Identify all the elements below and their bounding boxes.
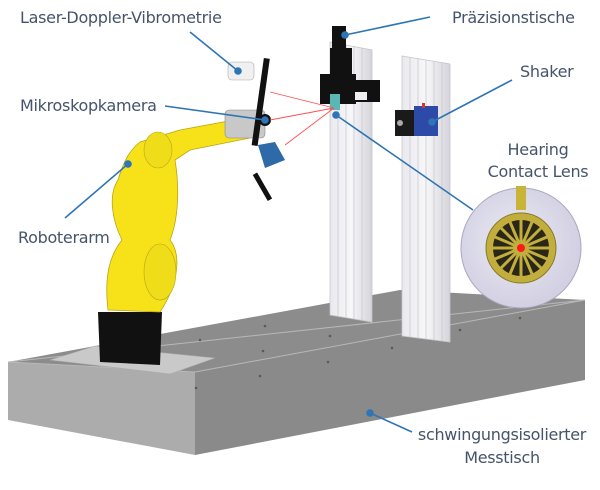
profile-rail-right: [401, 55, 451, 343]
robot-arm: [98, 57, 285, 365]
label-hearing-contact-lens: Hearing Contact Lens: [478, 140, 598, 181]
shaker: [395, 103, 438, 136]
label-table-line2: Messtisch: [464, 448, 540, 467]
laser-beams: [269, 91, 335, 146]
label-hearing-contact-lens-line2: Contact Lens: [487, 162, 589, 181]
leader-lines: [64, 16, 513, 433]
label-microscope-camera: Mikroskopkamera: [20, 96, 157, 115]
label-table-line1: schwingungsisolierter: [417, 425, 587, 444]
label-laser-doppler-vibrometry: Laser-Doppler-Vibrometrie: [20, 8, 222, 27]
hearing-contact-lens-inset: [460, 186, 582, 309]
label-vibration-isolated-table: schwingungsisolierter Messtisch: [412, 425, 592, 467]
label-shaker: Shaker: [520, 62, 574, 81]
precision-stages: [320, 26, 380, 110]
label-precision-stages: Präzisionstische: [452, 8, 575, 27]
label-robot-arm: Roboterarm: [18, 228, 110, 247]
label-hearing-contact-lens-line1: Hearing: [507, 140, 569, 159]
